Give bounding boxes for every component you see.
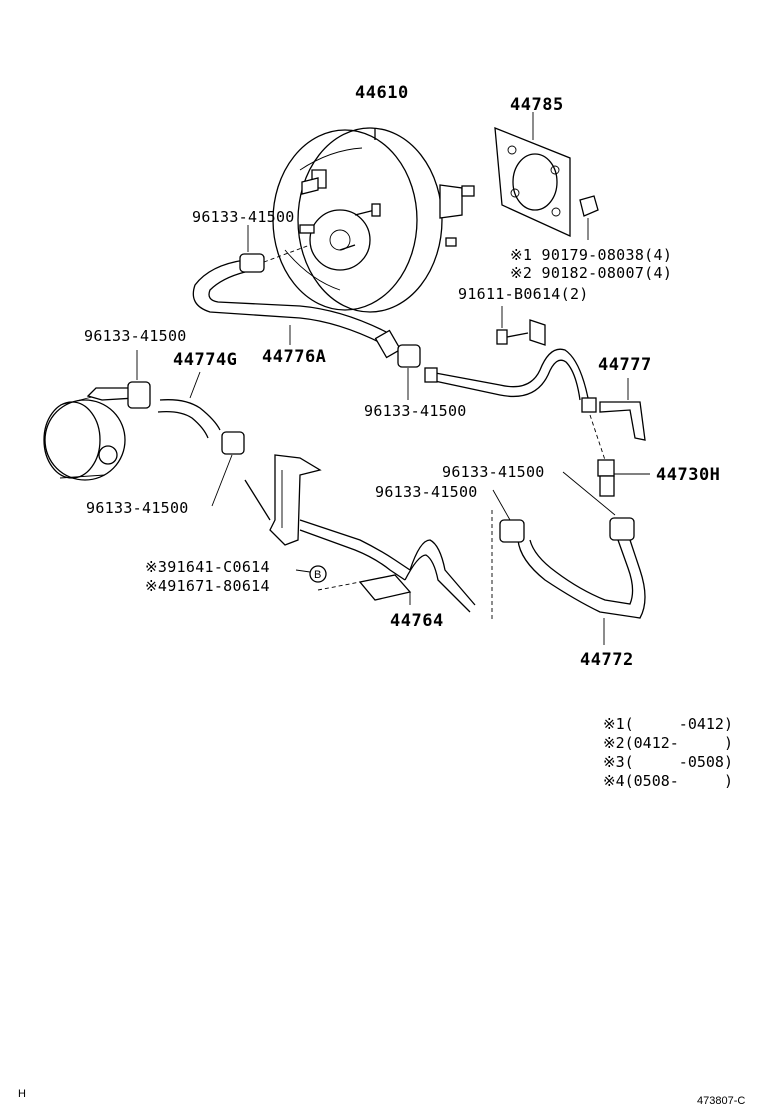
label-note4-part: ※491671-80614 — [145, 577, 270, 595]
label-44785: 44785 — [510, 95, 564, 115]
leader-b — [295, 569, 311, 573]
label-note1-bolt: ※1 90179-08038(4) — [510, 246, 672, 264]
label-clamp-left: 96133-41500 — [84, 327, 187, 345]
legend-note-4: ※4(0508- ) — [603, 772, 733, 790]
valve-44730h-drawing — [597, 459, 650, 497]
label-44777: 44777 — [598, 355, 652, 375]
label-note3-part: ※391641-C0614 — [145, 558, 270, 576]
label-clamp-right: 96133-41500 — [442, 463, 545, 481]
label-clamp-lower-left: 96133-41500 — [86, 499, 189, 517]
hose-44776a-drawing — [192, 225, 421, 400]
b-marker-circle — [309, 565, 327, 583]
label-note2-nut: ※2 90182-08007(4) — [510, 264, 672, 282]
pipe-44777-drawing — [424, 306, 646, 461]
legend-note-3: ※3( -0508) — [603, 753, 733, 771]
label-44764: 44764 — [390, 611, 444, 631]
pipe-44764-drawing — [244, 454, 476, 613]
legend-note-2: ※2(0412- ) — [603, 734, 733, 752]
gasket-drawing — [494, 112, 599, 240]
label-44772: 44772 — [580, 650, 634, 670]
label-clamp-mid: 96133-41500 — [375, 483, 478, 501]
label-44774g: 44774G — [173, 350, 237, 370]
footer-left-code: H — [18, 1088, 26, 1100]
label-44776a: 44776A — [262, 347, 326, 367]
legend-note-1: ※1( -0412) — [603, 715, 733, 733]
label-44610: 44610 — [355, 83, 409, 103]
label-clamp-top: 96133-41500 — [192, 208, 295, 226]
hose-44772-drawing — [491, 471, 646, 645]
footer-right-code: 473807-C — [697, 1095, 745, 1107]
label-bolt: 91611-B0614(2) — [458, 285, 589, 303]
label-clamp-center: 96133-41500 — [364, 402, 467, 420]
vacuum-canister-drawing — [43, 350, 245, 507]
b-marker-text: B — [314, 569, 321, 581]
label-44730h: 44730H — [656, 465, 720, 485]
brake-booster-drawing — [272, 127, 475, 313]
